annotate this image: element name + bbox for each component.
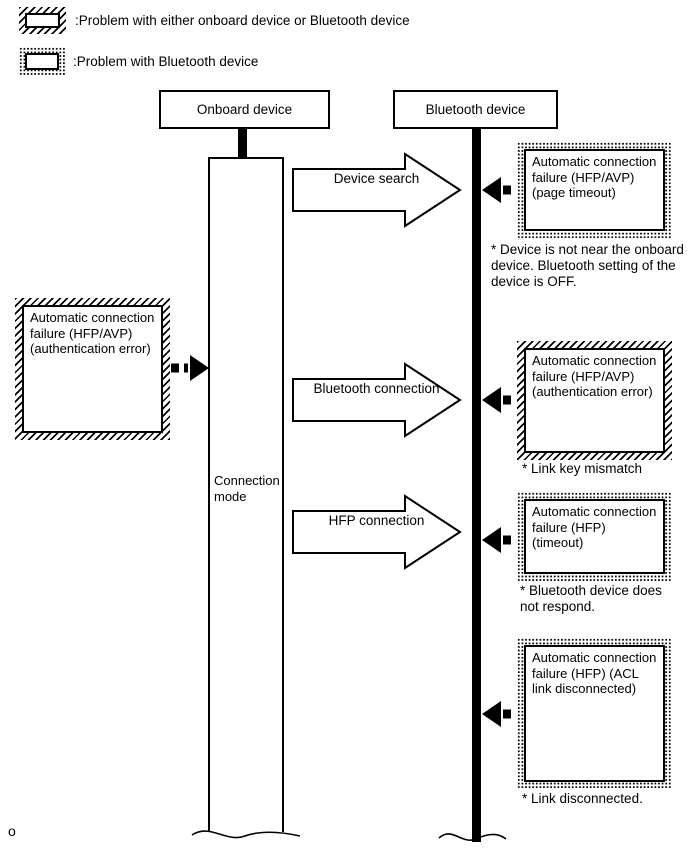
legend-swatch-hatch xyxy=(19,7,66,34)
legend-swatch-dots xyxy=(19,47,65,76)
note-line: * Device is not near the onboard xyxy=(491,242,684,257)
onboard-device-label: Onboard device xyxy=(196,102,293,117)
failure-box-onboard-auth-error: Automatic connection failure (HFP/AVP) (… xyxy=(15,298,170,440)
failure-box-acl-disconnected-text: Automatic connection failure (HFP) (ACL … xyxy=(524,645,665,782)
bluetooth-device-box: Bluetooth device xyxy=(393,90,558,129)
onboard-activation-bar-border xyxy=(208,157,284,832)
note-page-timeout: * Device is not near the onboard device.… xyxy=(491,242,684,290)
failure-box-page-timeout: Automatic connection failure (HFP/AVP) (… xyxy=(517,142,672,238)
legend-label-dots: :Problem with Bluetooth device xyxy=(73,54,259,69)
legend-swatch-dots-inner xyxy=(25,53,59,70)
arrowhead xyxy=(482,177,501,203)
failure-arrow-page-timeout xyxy=(482,177,519,203)
page-mark: o xyxy=(8,823,16,839)
arrowhead xyxy=(482,527,501,553)
failure-arrow-onboard-auth-error xyxy=(171,355,209,381)
note-line: device is OFF. xyxy=(491,274,577,289)
hfp-connection-arrow xyxy=(292,494,462,570)
bluetooth-device-label: Bluetooth device xyxy=(425,102,526,117)
legend-swatch-hatch-inner xyxy=(25,13,60,28)
hfp-connection-label: HFP connection xyxy=(328,513,425,528)
note-line: * Link disconnected. xyxy=(522,791,643,806)
failure-box-acl-disconnected: Automatic connection failure (HFP) (ACL … xyxy=(517,638,672,789)
failure-arrow-acl-disconnected xyxy=(482,701,519,727)
failure-box-auth-error-text: Automatic connection failure (HFP/AVP) (… xyxy=(524,348,665,453)
note-auth-error: * Link key mismatch xyxy=(522,461,642,477)
connection-mode-label: Connection mode xyxy=(214,473,280,504)
arrowhead xyxy=(190,355,209,381)
note-hfp-timeout: * Bluetooth device does not respond. xyxy=(520,583,662,615)
bluetooth-connection-label: Bluetooth connection xyxy=(313,381,440,396)
note-acl-disconnected: * Link disconnected. xyxy=(522,791,643,807)
bluetooth-lifeline xyxy=(472,128,481,842)
failure-box-page-timeout-text: Automatic connection failure (HFP/AVP) (… xyxy=(524,149,665,231)
failure-arrow-authentication-error xyxy=(482,387,519,413)
failure-box-hfp-timeout: Automatic connection failure (HFP) (time… xyxy=(517,492,672,581)
onboard-device-box: Onboard device xyxy=(159,90,330,129)
bluetooth-connection-arrow xyxy=(292,362,462,438)
failure-box-auth-error: Automatic connection failure (HFP/AVP) (… xyxy=(517,341,672,460)
onboard-lifeline-wave xyxy=(191,830,301,839)
note-line: not respond. xyxy=(520,599,596,614)
bluetooth-lifeline-wave xyxy=(438,833,507,841)
note-line: * Link key mismatch xyxy=(522,461,643,476)
onboard-activation-bar xyxy=(209,158,283,832)
arrowhead xyxy=(482,701,501,727)
device-search-arrow xyxy=(292,152,462,228)
note-line: * Bluetooth device does xyxy=(520,583,662,598)
failure-arrow-hfp-timeout xyxy=(482,527,519,553)
failure-box-hfp-timeout-text: Automatic connection failure (HFP) (time… xyxy=(524,499,665,574)
onboard-header-connector xyxy=(238,128,247,159)
note-line: device. Bluetooth setting of the xyxy=(491,258,676,273)
failure-box-onboard-auth-error-text: Automatic connection failure (HFP/AVP) (… xyxy=(22,305,163,433)
legend-label-hatch: :Problem with either onboard device or B… xyxy=(75,13,410,28)
arrowhead xyxy=(482,387,501,413)
device-search-label: Device search xyxy=(333,171,420,186)
